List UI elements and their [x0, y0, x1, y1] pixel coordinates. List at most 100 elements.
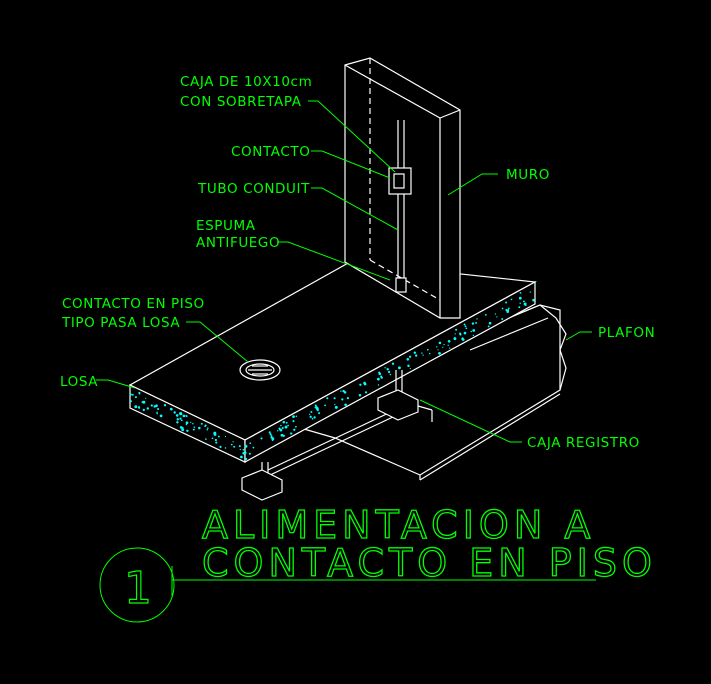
hatch-dot — [244, 457, 248, 461]
hatch-dot — [421, 352, 423, 354]
label-tubo-conduit: TUBO CONDUIT — [197, 181, 310, 197]
hatch-dot — [488, 321, 492, 325]
hatch-dot — [285, 421, 288, 424]
hatch-dot — [342, 389, 345, 393]
hatch-dot — [510, 298, 513, 301]
hatch-dot — [277, 430, 279, 432]
hatch-dot — [406, 357, 410, 361]
hatch-dot — [150, 404, 153, 407]
hatch-dot — [523, 300, 525, 303]
hatch-dot — [134, 405, 138, 409]
hatch-dot — [340, 390, 342, 392]
hatch-dot — [463, 331, 467, 335]
floor-outlet — [239, 359, 281, 381]
hatch-dot — [407, 364, 410, 368]
hatch-dot — [443, 343, 445, 346]
hatch-dot — [156, 412, 158, 415]
hatch-dot — [179, 426, 183, 429]
hatch-dot — [271, 436, 273, 438]
detail-number-circle — [99, 547, 175, 623]
hatch-dot — [131, 393, 134, 396]
leaders — [96, 100, 592, 443]
title-line2: CONTACTO EN PISO — [202, 541, 657, 585]
hatch-dot — [176, 418, 180, 421]
hatch-dot — [438, 352, 441, 355]
hatch-dot — [198, 426, 201, 430]
hatch-dot — [501, 318, 504, 320]
label-muro: MURO — [506, 167, 550, 183]
hatch-dot — [459, 333, 462, 336]
hatch-dot — [134, 396, 137, 399]
hatch-dot — [409, 367, 411, 370]
conduit-wall — [388, 120, 412, 293]
hatch-dot — [461, 338, 465, 341]
hatch-dot — [157, 407, 160, 411]
hatch-dot — [211, 437, 214, 440]
label-contacto-piso-line2: TIPO PASA LOSA — [61, 315, 180, 331]
hatch-dot — [453, 337, 457, 341]
hatch-dot — [238, 445, 241, 448]
hatch-dot — [455, 328, 458, 331]
hatch-dot — [436, 346, 438, 348]
hatch-dot — [506, 310, 510, 313]
hatch-dot — [233, 445, 236, 448]
hatch-dot — [359, 383, 362, 386]
hatch-dot — [214, 438, 217, 442]
hatch-dot — [186, 429, 189, 433]
hatch-dot — [388, 370, 391, 374]
hatch-dot — [442, 346, 444, 348]
hatch-dot — [389, 373, 392, 376]
hatch-dot — [314, 406, 317, 409]
label-espuma-line1: ESPUMA — [196, 218, 256, 234]
hatch-dot — [519, 292, 522, 294]
hatch-dot — [384, 367, 386, 369]
hatch-dot — [465, 327, 468, 330]
hatch-dot — [293, 428, 296, 431]
hatch-dot — [175, 414, 179, 417]
hatch-dot — [447, 339, 451, 343]
hatch-dot — [156, 411, 158, 414]
hatch-dot — [169, 407, 173, 411]
hatch-dot — [192, 428, 195, 431]
hatch-dot — [334, 405, 338, 409]
hatch-dot — [282, 434, 285, 437]
hatch-dot — [310, 411, 313, 413]
hatch-dot — [529, 291, 531, 293]
hatch-dot — [377, 384, 380, 386]
label-plafon: PLAFON — [598, 325, 655, 341]
hatch-dot — [524, 304, 527, 307]
hatch-dot — [185, 421, 189, 425]
hatch-dot — [470, 330, 472, 333]
hatch-dot — [224, 447, 227, 449]
hatch-dot — [240, 455, 243, 459]
hatch-dot — [397, 366, 401, 370]
hatch-dot — [334, 403, 336, 406]
hatch-dot — [159, 414, 163, 418]
hatch-dot — [324, 404, 326, 407]
hatch-dot — [318, 412, 321, 415]
hatch-dot — [248, 452, 251, 455]
hatch-dot — [346, 396, 350, 400]
hatch-dot — [471, 322, 475, 325]
hatch-dot — [185, 414, 188, 417]
hatch-dot — [180, 419, 183, 422]
hatch-dot — [141, 401, 144, 404]
hatch-dot — [182, 414, 186, 418]
hatch-dot — [518, 296, 522, 300]
hatch-dot — [185, 423, 188, 426]
hatch-dot — [245, 452, 247, 454]
detail-number: 1 — [124, 563, 152, 614]
hatch-dot — [505, 301, 508, 304]
hatch-dot — [249, 442, 252, 445]
hatch-dot — [284, 425, 288, 429]
hatch-dot — [179, 412, 183, 415]
hatch-dot — [200, 422, 203, 425]
hatch-dot — [449, 347, 451, 349]
label-espuma-line2: ANTIFUEGO — [196, 235, 280, 251]
hatch-dot — [341, 398, 344, 401]
label-contacto: CONTACTO — [231, 144, 310, 160]
hatch-dot — [205, 438, 207, 440]
hatch-dot — [447, 344, 449, 346]
hatch-dot — [280, 424, 282, 427]
hatch-dot — [415, 354, 418, 357]
